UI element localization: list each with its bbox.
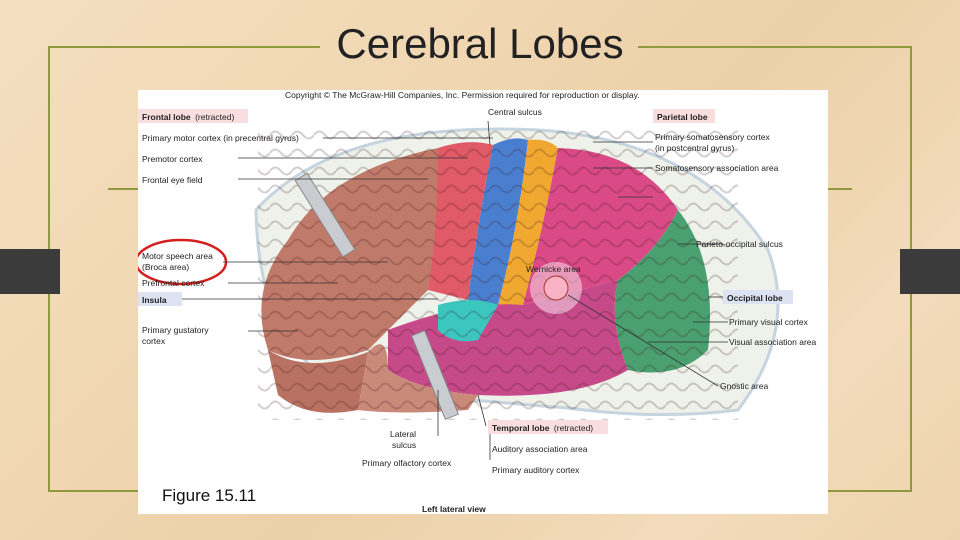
gnostic-label: Gnostic area bbox=[720, 381, 768, 391]
brain-diagram: Copyright © The McGraw-Hill Companies, I… bbox=[138, 90, 828, 514]
wernicke-label: Wernicke area bbox=[526, 264, 581, 274]
primary-motor-label: Primary motor cortex (in precentral gyru… bbox=[142, 133, 299, 143]
wernicke-area-marker bbox=[544, 276, 568, 300]
view-label: Left lateral view bbox=[422, 504, 486, 514]
side-tab-right bbox=[900, 249, 960, 294]
premotor-label: Premotor cortex bbox=[142, 154, 203, 164]
primary-auditory-label: Primary auditory cortex bbox=[492, 465, 580, 475]
lateral-sulcus-label: Lateral bbox=[390, 429, 416, 439]
broca-label: (Broca area) bbox=[142, 262, 189, 272]
gyri-texture bbox=[258, 130, 738, 420]
prefrontal-label: Prefrontal cortex bbox=[142, 278, 205, 288]
divider-left bbox=[108, 188, 140, 190]
parietal-lobe-label: Parietal lobe bbox=[657, 112, 708, 122]
frontal-eye-label: Frontal eye field bbox=[142, 175, 203, 185]
parieto-occipital-label: Parieto-occipital sulcus bbox=[696, 239, 783, 249]
divider-right bbox=[826, 188, 852, 190]
visual-assoc-label: Visual association area bbox=[729, 337, 817, 347]
motor-speech-label: Motor speech area bbox=[142, 251, 213, 261]
occipital-lobe-label: Occipital lobe bbox=[727, 293, 783, 303]
insula-label: Insula bbox=[142, 295, 167, 305]
gustatory-label-2: cortex bbox=[142, 336, 166, 346]
lateral-sulcus-label-2: sulcus bbox=[392, 440, 416, 450]
side-tab-left bbox=[0, 249, 60, 294]
gustatory-label: Primary gustatory bbox=[142, 325, 209, 335]
primary-visual-label: Primary visual cortex bbox=[729, 317, 809, 327]
somatosensory-label-2: (in postcentral gyrus) bbox=[655, 143, 735, 153]
auditory-assoc-label: Auditory association area bbox=[492, 444, 588, 454]
somatosensory-label: Primary somatosensory cortex bbox=[655, 132, 771, 142]
olfactory-label: Primary olfactory cortex bbox=[362, 458, 452, 468]
copyright-text: Copyright © The McGraw-Hill Companies, I… bbox=[285, 90, 640, 100]
figure-caption: Figure 15.11 bbox=[162, 486, 256, 506]
central-sulcus-label: Central sulcus bbox=[488, 107, 542, 117]
somato-assoc-label: Somatosensory association area bbox=[655, 163, 779, 173]
slide-title: Cerebral Lobes bbox=[0, 20, 960, 68]
figure-panel: Copyright © The McGraw-Hill Companies, I… bbox=[138, 90, 828, 514]
